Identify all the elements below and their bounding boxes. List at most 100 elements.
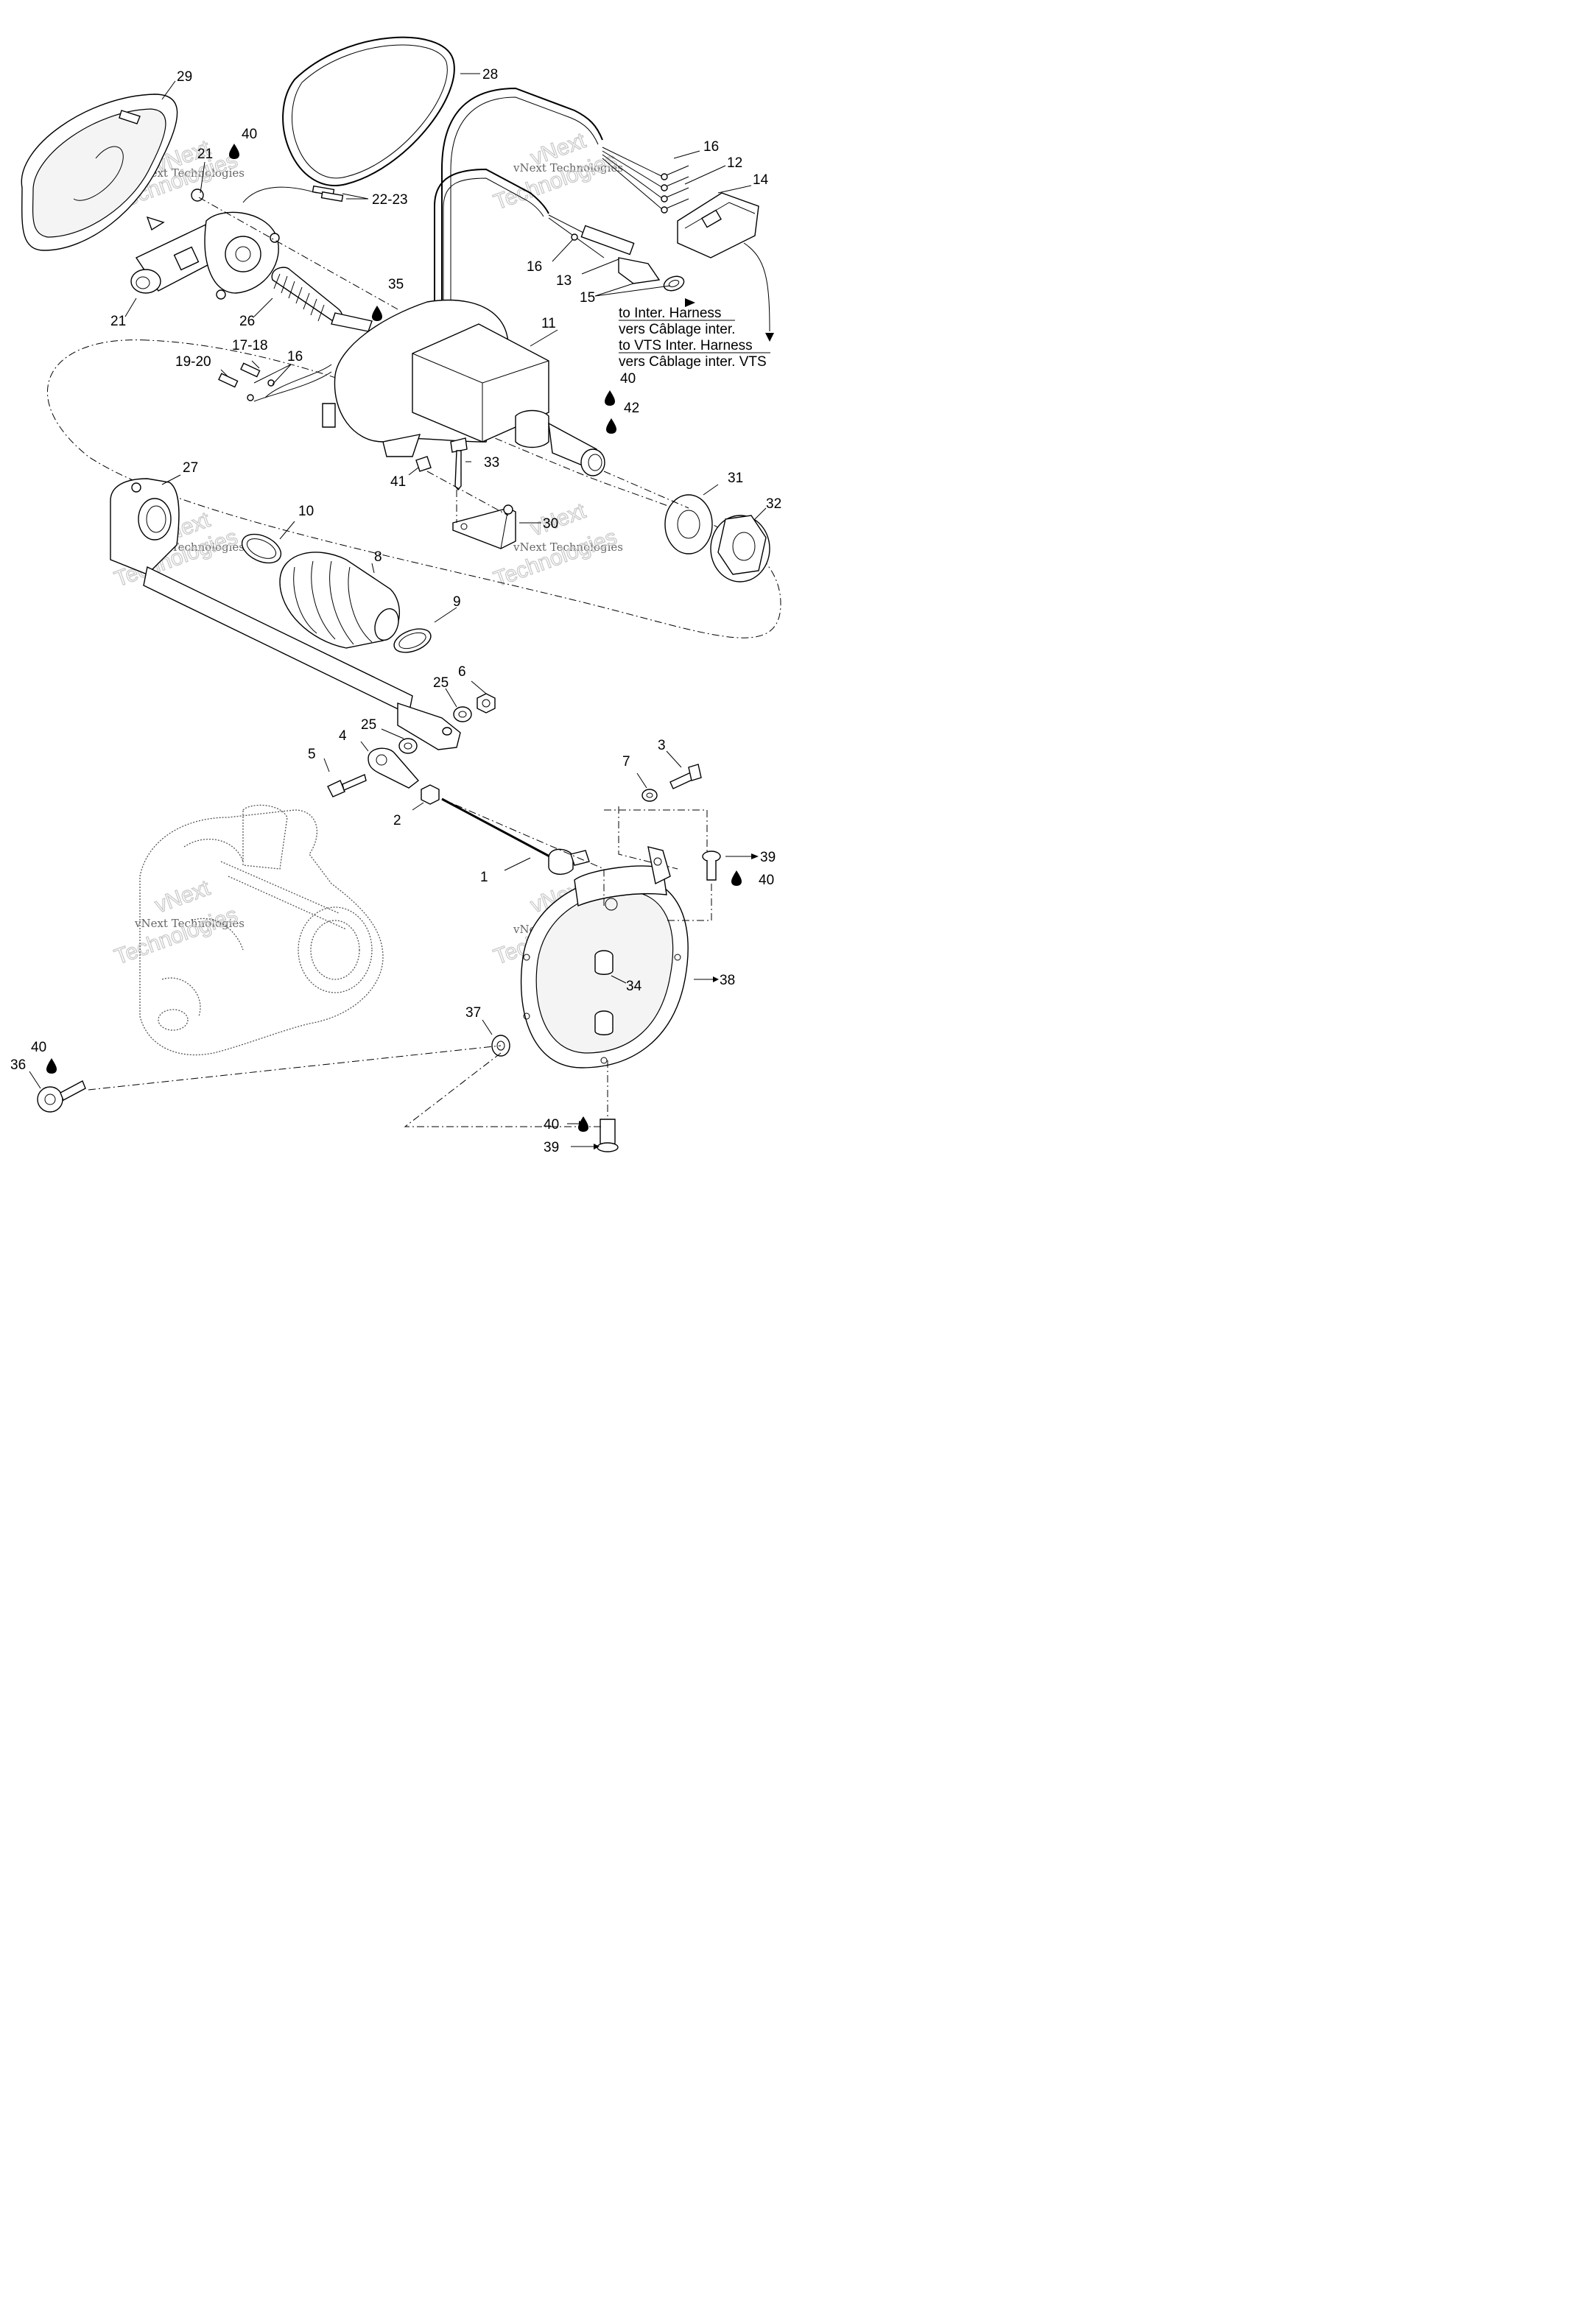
- svg-text:vNext Technologies: vNext Technologies: [134, 917, 245, 930]
- callout-21-b: 21: [110, 314, 126, 329]
- callout-16-c: 16: [287, 349, 303, 365]
- callout-39-b: 39: [544, 1140, 559, 1155]
- callout-32: 32: [766, 496, 781, 512]
- arrow-icon: [579, 298, 774, 1149]
- watermark-top-right: vNext vNext Technologies Technologies: [491, 128, 624, 216]
- note-vers-cablage-inter: vers Câblage inter.: [619, 322, 735, 337]
- actuator-housing-11: [322, 299, 605, 476]
- callout-16-a: 16: [703, 139, 719, 155]
- callout-11: 11: [541, 316, 556, 331]
- callout-33: 33: [484, 455, 499, 471]
- callout-19-20: 19-20: [175, 354, 211, 370]
- svg-text:vNext Technologies: vNext Technologies: [513, 540, 623, 554]
- callout-27: 27: [183, 460, 198, 476]
- callout-16-b: 16: [527, 259, 542, 275]
- bolt-3: [669, 764, 702, 789]
- terminals-17-20: [218, 362, 261, 388]
- note-vers-cablage-inter-vts: vers Câblage inter. VTS: [619, 354, 767, 370]
- visor-cover-29: [21, 94, 178, 251]
- callout-4: 4: [339, 728, 347, 744]
- bellows-8: [279, 552, 401, 649]
- callout-40-c: 40: [759, 873, 774, 888]
- clamp-10: [241, 533, 282, 564]
- parts-diagram: vNext vNext Technologies Technologies vN…: [10, 36, 781, 1155]
- washer-7: [641, 789, 658, 802]
- callout-38: 38: [720, 973, 735, 988]
- callout-22-23: 22-23: [372, 192, 408, 208]
- svg-text:Technologies: Technologies: [111, 903, 241, 970]
- svg-text:vNext Technologies: vNext Technologies: [134, 166, 245, 180]
- callout-14: 14: [753, 172, 769, 188]
- screw-39-lower: [597, 1119, 619, 1152]
- nut-2: [421, 784, 440, 805]
- callout-40-d: 40: [31, 1040, 46, 1055]
- callout-8: 8: [374, 549, 382, 565]
- note-to-inter-harness: to Inter. Harness: [619, 306, 721, 321]
- nut-41: [415, 456, 432, 472]
- callout-40-b: 40: [620, 371, 636, 387]
- worm-gear-26: [271, 267, 373, 332]
- callout-7: 7: [622, 754, 630, 770]
- callout-34: 34: [626, 979, 642, 994]
- callout-13: 13: [556, 273, 572, 289]
- callout-2: 2: [393, 813, 401, 828]
- callout-25-b: 25: [361, 717, 376, 733]
- bolt-5: [327, 774, 367, 797]
- clamp-9: [393, 628, 432, 653]
- motor-21: [130, 211, 280, 300]
- callouts: 28 29 40 21 22-23 16 12 14 16 13 15 35 2…: [10, 67, 781, 1155]
- wire-leads-22-23: [312, 185, 344, 203]
- callout-1: 1: [480, 870, 488, 885]
- callout-3: 3: [658, 738, 666, 753]
- flange-nut-32: [710, 515, 770, 582]
- belt-28: [282, 36, 455, 186]
- rod-end-4: [368, 747, 420, 789]
- svg-text:vNext Technologies: vNext Technologies: [513, 161, 623, 175]
- callout-30: 30: [543, 516, 558, 532]
- callout-9: 9: [453, 594, 461, 610]
- callout-35: 35: [388, 277, 404, 292]
- lubricant-drop-icon: [46, 144, 742, 1132]
- callout-37: 37: [465, 1005, 481, 1021]
- callout-40-a: 40: [242, 127, 257, 142]
- nut-6: [477, 693, 496, 714]
- screw-33: [450, 437, 468, 491]
- bushing-34: [594, 950, 614, 1035]
- watermark-bottom-left: vNext vNext Technologies Technologies: [111, 876, 245, 971]
- washer-31: [664, 494, 713, 554]
- cable-1: [441, 797, 590, 875]
- wiring-harness: [242, 87, 664, 402]
- seal-15: [663, 275, 685, 292]
- callout-15: 15: [580, 290, 595, 306]
- bolt-36: [37, 1080, 86, 1113]
- callout-36: 36: [10, 1057, 26, 1073]
- callout-17-18: 17-18: [232, 338, 268, 353]
- callout-28: 28: [482, 67, 498, 82]
- callout-10: 10: [298, 504, 314, 519]
- svg-text:vNext: vNext: [152, 876, 214, 918]
- cylinder-27: [110, 478, 461, 750]
- callout-24: 21: [197, 147, 213, 162]
- callout-29: 29: [177, 69, 192, 85]
- connector-14: [677, 192, 759, 258]
- callout-42: 42: [624, 401, 639, 416]
- callout-5: 5: [308, 747, 316, 762]
- guide-lines: [88, 197, 712, 1127]
- assembly-loop-lower: [604, 806, 708, 870]
- harness-notes: to Inter. Harness vers Câblage inter. to…: [619, 306, 770, 370]
- gear-housing-ghost: [139, 804, 384, 1056]
- callout-6: 6: [458, 664, 466, 680]
- note-to-vts-inter-harness: to VTS Inter. Harness: [619, 338, 753, 353]
- callout-39-a: 39: [760, 850, 776, 865]
- callout-40-e: 40: [544, 1117, 559, 1133]
- callout-41: 41: [390, 474, 406, 490]
- callout-26: 26: [239, 314, 255, 329]
- bracket-30: [452, 504, 516, 549]
- callout-25-a: 25: [433, 675, 449, 691]
- callout-31: 31: [728, 471, 743, 486]
- screw-39-upper: [702, 851, 721, 881]
- callout-12: 12: [727, 155, 742, 171]
- leader-lines: [29, 73, 770, 1147]
- washer-25-upper: [453, 706, 472, 722]
- terminals-12-16: [247, 165, 689, 401]
